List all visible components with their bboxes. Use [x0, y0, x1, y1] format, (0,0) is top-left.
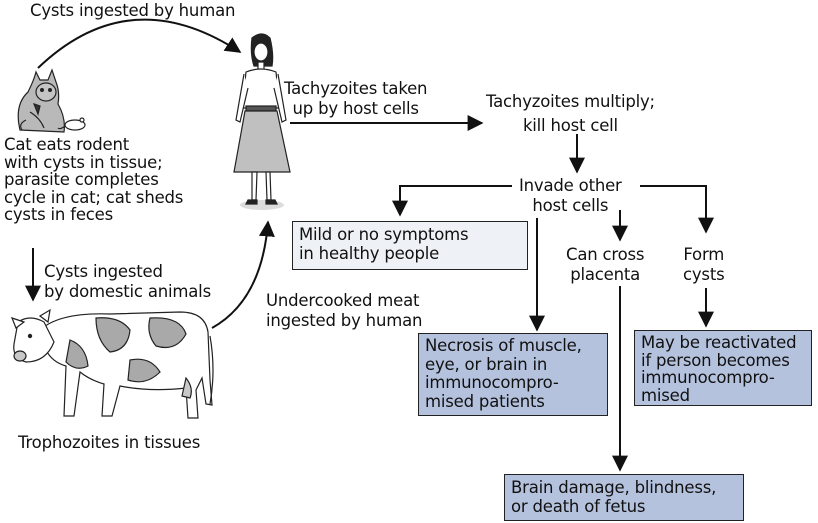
- cat-with-mouse-icon: [17, 68, 86, 133]
- arrow-cow-to-human: [211, 220, 275, 329]
- label-cysts-domestic: Cysts ingested by domestic animals: [44, 262, 211, 301]
- arrow-invade-to-cysts: [640, 185, 714, 234]
- arrow-invade-to-mild: [392, 185, 512, 217]
- box-mild-symptoms: Mild or no symptoms in healthy people: [292, 221, 528, 270]
- box-necrosis: Necrosis of muscle, eye, or brain in imm…: [418, 333, 608, 416]
- label-can-cross-placenta: Can cross placenta: [566, 245, 645, 284]
- label-invade-host-cells: Invade other host cells: [519, 176, 622, 215]
- label-undercooked-meat: Undercooked meat ingested by human: [266, 291, 423, 330]
- box-reactivated: May be reactivated if person becomes imm…: [634, 330, 812, 406]
- label-form-cysts: Form cysts: [683, 245, 725, 284]
- label-cat-cycle: Cat eats rodent with cysts in tissue; pa…: [4, 135, 184, 224]
- box-brain-damage: Brain damage, blindness, or death of fet…: [504, 474, 744, 521]
- label-cysts-ingested-human: Cysts ingested by human: [30, 1, 236, 20]
- arrow-cat-to-human: [37, 18, 242, 69]
- label-tachyzoites-multiply: Tachyzoites multiply; kill host cell: [486, 92, 655, 135]
- label-trophozoites: Trophozoites in tissues: [18, 433, 201, 452]
- woman-figure-icon: [233, 33, 291, 210]
- label-tachyzoites-taken-up: Tachyzoites taken up by host cells: [284, 79, 428, 118]
- cow-icon: [10, 308, 214, 419]
